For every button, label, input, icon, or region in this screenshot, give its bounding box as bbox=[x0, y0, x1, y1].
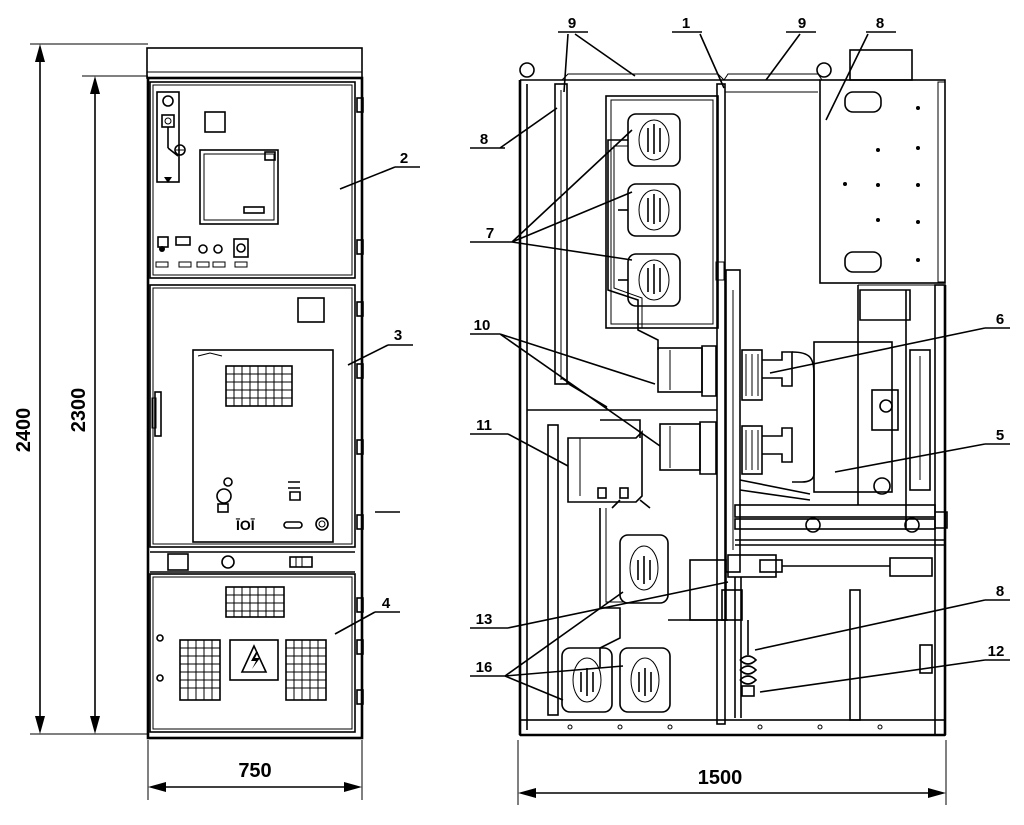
width-dimension-750: 750 bbox=[147, 740, 363, 800]
breaker-compartment-door: ĪOĪ bbox=[149, 284, 356, 548]
dim-2300-label: 2300 bbox=[68, 388, 90, 433]
callout-10: 10 bbox=[474, 317, 491, 334]
circuit-breaker-truck bbox=[813, 285, 931, 530]
callout-5: 5 bbox=[996, 427, 1004, 444]
width-dimension-1500: 1500 bbox=[517, 740, 947, 805]
dim-750-label: 750 bbox=[238, 760, 271, 782]
lv-box-side bbox=[819, 49, 946, 284]
callout-12: 12 bbox=[988, 643, 1005, 660]
leader-lines bbox=[334, 31, 1010, 701]
callout-8-left: 8 bbox=[480, 131, 488, 148]
callout-3: 3 bbox=[394, 327, 402, 344]
dim-2400-label: 2400 bbox=[13, 408, 35, 453]
height-dimension-2400: 2400 bbox=[13, 43, 148, 735]
callout-8-top-right: 8 bbox=[876, 15, 884, 32]
surge-arrester bbox=[739, 620, 758, 697]
high-voltage-warning-icon bbox=[229, 639, 279, 681]
callout-2: 2 bbox=[400, 150, 408, 167]
height-dimension-2300: 2300 bbox=[68, 75, 148, 734]
middle-strip bbox=[150, 551, 355, 573]
callout-8-lower-right: 8 bbox=[996, 583, 1004, 600]
callout-1: 1 bbox=[682, 15, 690, 32]
callout-11: 11 bbox=[476, 417, 492, 434]
front-view-cabinet: ĪOĪ bbox=[146, 47, 364, 740]
callout-labels: 1 2 3 4 5 6 7 8 8 8 9 9 10 11 12 13 16 bbox=[382, 15, 1005, 676]
busbar-bushings bbox=[627, 113, 681, 307]
callout-6: 6 bbox=[996, 311, 1004, 328]
dim-1500-label: 1500 bbox=[698, 767, 743, 789]
callout-9-right: 9 bbox=[798, 15, 806, 32]
callout-4: 4 bbox=[382, 595, 391, 612]
cable-bushings bbox=[561, 508, 728, 713]
spout-bushings bbox=[657, 345, 717, 475]
svg-text:ĪOĪ: ĪOĪ bbox=[235, 517, 256, 533]
callout-16: 16 bbox=[476, 659, 493, 676]
callout-13: 13 bbox=[476, 611, 493, 628]
earthing-switch bbox=[721, 554, 933, 718]
callout-9-left: 9 bbox=[568, 15, 576, 32]
cable-compartment-door bbox=[149, 573, 356, 733]
door-vent-grid bbox=[226, 366, 292, 406]
current-transformer bbox=[567, 419, 651, 509]
callout-7: 7 bbox=[486, 225, 494, 242]
breaker-contacts bbox=[741, 349, 815, 483]
lv-compartment-door bbox=[149, 81, 356, 279]
